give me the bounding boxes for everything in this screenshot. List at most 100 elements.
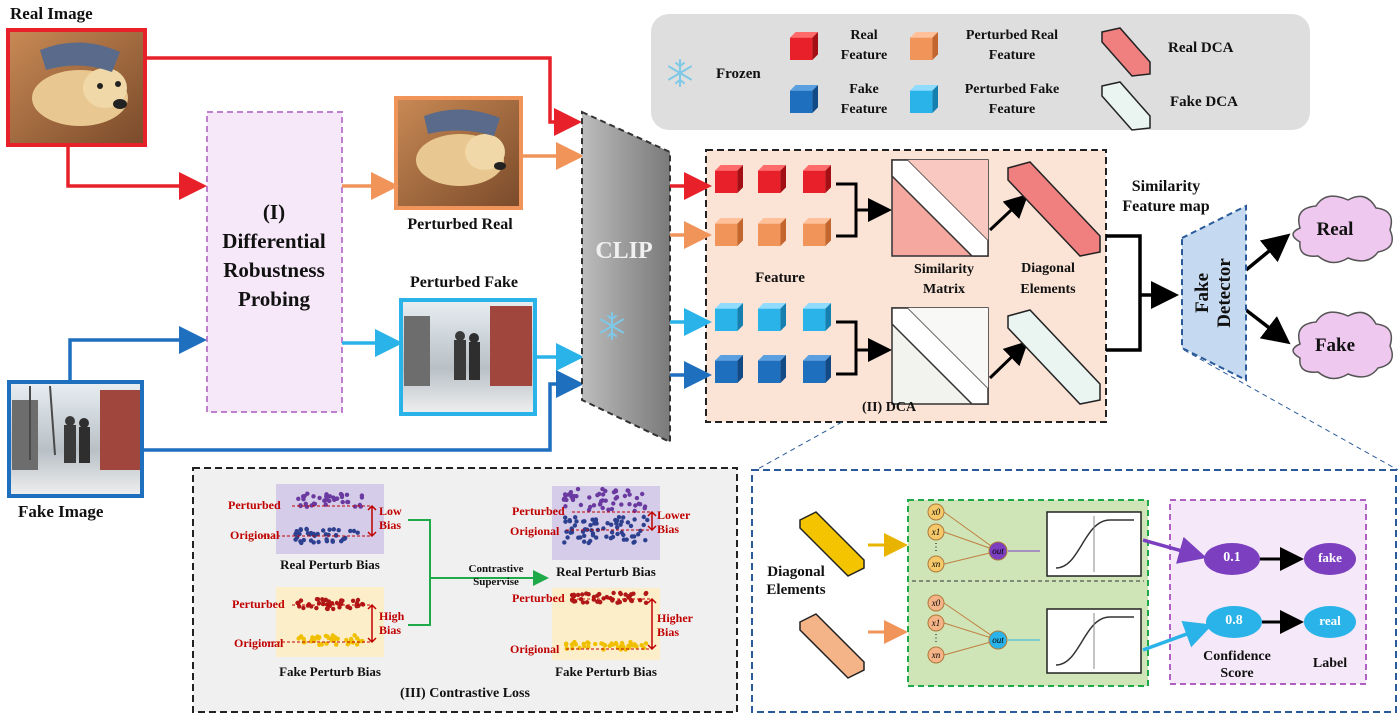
- scatter-point: [619, 519, 624, 524]
- scatter-point: [314, 605, 319, 611]
- real-origional-label: Origional: [230, 528, 280, 542]
- scatter-point: [568, 490, 574, 495]
- scatter-point: [331, 527, 336, 532]
- scatter-point: [324, 537, 329, 542]
- scatter-point: [568, 530, 573, 535]
- scatter-point: [597, 600, 603, 605]
- scatter-point: [634, 495, 640, 501]
- scatter-point: [601, 642, 606, 647]
- scatter-point: [298, 539, 303, 544]
- network-node-label: xn: [931, 650, 941, 660]
- after-real-origional-label: Origional: [510, 524, 560, 538]
- network-node-label: out: [992, 546, 1004, 556]
- scatter-point: [334, 642, 339, 647]
- scatter-point: [305, 531, 311, 536]
- scatter-point: [311, 494, 316, 499]
- legend-perturbed-real-cube-icon: [910, 32, 938, 60]
- scatter-point: [348, 528, 353, 534]
- scatter-point: [605, 521, 610, 526]
- scatter-point: [643, 641, 649, 646]
- scatter-point: [317, 495, 322, 501]
- scatter-point: [625, 594, 631, 599]
- scatter-point: [324, 497, 329, 502]
- scatter-point: [582, 539, 587, 544]
- scatter-point: [298, 503, 303, 509]
- scatter-point: [355, 530, 360, 535]
- scatter-point: [345, 642, 350, 647]
- output-real-cloud: [1292, 195, 1393, 264]
- contrastive-loss-caption: (III) Contrastive Loss: [400, 686, 530, 701]
- network-node: [927, 594, 945, 612]
- scatter-point: [627, 502, 632, 507]
- scatter-point: [571, 592, 577, 597]
- scatter-point: [581, 641, 586, 647]
- legend-fake-cube-icon: [790, 85, 818, 113]
- fake-origional-label: Origional: [234, 636, 284, 650]
- scatter-point: [632, 517, 637, 522]
- clip-encoder: [581, 110, 671, 444]
- scatter-point: [304, 526, 309, 532]
- scatter-point: [354, 642, 360, 647]
- scatter-point: [345, 604, 350, 609]
- detail-fake-diagonal-icon: [799, 613, 865, 679]
- scatter-point: [564, 641, 569, 646]
- scatter-point: [562, 492, 568, 497]
- scatter-point: [563, 519, 568, 524]
- network-node: [927, 614, 945, 632]
- scatter-point: [349, 638, 355, 644]
- dca-caption: (II) DCA: [862, 400, 917, 415]
- scatter-point: [621, 537, 627, 542]
- scatter-point: [595, 493, 600, 498]
- scatter-point: [614, 518, 620, 523]
- scatter-point: [329, 638, 335, 643]
- after-real-perturbed-label: Perturbed: [512, 504, 565, 518]
- scatter-point: [633, 503, 638, 508]
- scatter-point: [567, 518, 572, 523]
- probing-box: [206, 111, 343, 413]
- scatter-point: [578, 597, 584, 602]
- scatter-point: [351, 528, 357, 534]
- scatter-point: [316, 539, 321, 545]
- scatter-point: [611, 490, 617, 495]
- detail-real-diagonal-icon: [799, 511, 865, 577]
- scatter-point: [613, 496, 618, 501]
- network-node: [988, 541, 1008, 561]
- scatter-point: [332, 635, 338, 640]
- scatter-point: [619, 502, 624, 507]
- scatter-point: [301, 537, 306, 543]
- feature-merge-arrows: [836, 182, 1029, 380]
- scatter-point: [590, 517, 595, 522]
- scatter-point: [588, 538, 593, 544]
- scatter-point: [609, 530, 615, 535]
- scatter-point: [340, 598, 345, 603]
- scatter-point: [632, 539, 637, 544]
- scatter-point: [294, 529, 299, 534]
- scatter-point: [631, 643, 636, 648]
- network-edge: [943, 511, 999, 552]
- scatter-point: [340, 499, 345, 505]
- scatter-point: [636, 532, 641, 537]
- clip-label: CLIP: [595, 238, 653, 264]
- network-node-label: x1: [931, 527, 941, 537]
- after-fake-perturb-bias-label: Fake Perturb Bias: [555, 664, 657, 679]
- fake-similarity-matrix: [891, 307, 989, 405]
- network-node: [927, 555, 945, 573]
- real-perturb-bias-label: Real Perturb Bias: [280, 557, 380, 572]
- scatter-point: [638, 528, 643, 533]
- scatter-point: [308, 538, 314, 543]
- scatter-point: [355, 597, 361, 603]
- legend-fake-dca: Fake DCA: [1170, 94, 1238, 110]
- fake-perturb-bias-label: Fake Perturb Bias: [279, 664, 381, 679]
- scatter-point: [642, 504, 648, 509]
- scatter-point: [326, 635, 331, 641]
- scatter-point: [577, 645, 582, 651]
- network-edge: [943, 531, 999, 552]
- scatter-point: [321, 528, 326, 533]
